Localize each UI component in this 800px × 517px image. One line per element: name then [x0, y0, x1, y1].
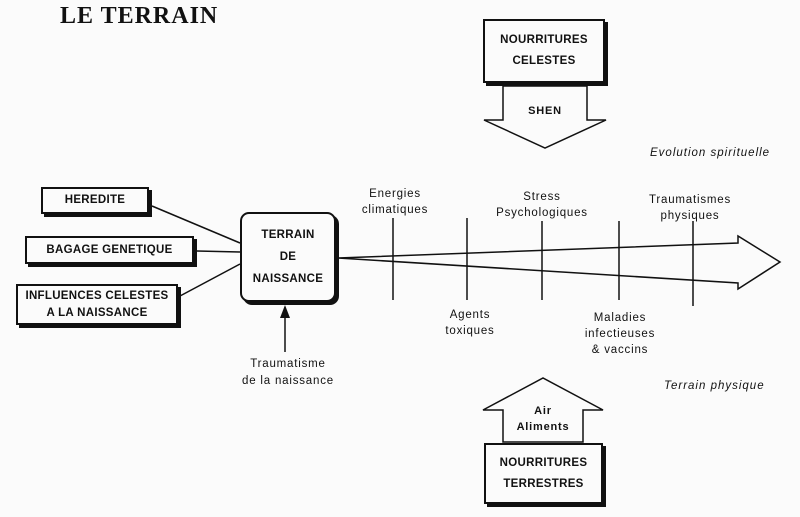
box-nourritures-terrestres: NOURRITURES TERRESTRES — [484, 443, 603, 504]
terrestres-line2: TERRESTRES — [503, 477, 584, 490]
shen-label: SHEN — [528, 105, 562, 117]
label-traumatismes-physiques: Traumatismes physiques — [640, 192, 740, 224]
connector-heredite — [151, 205, 241, 244]
label-maladies-infectieuses: Maladies infectieuses & vaccins — [570, 310, 670, 358]
traumatismes-line2: physiques — [660, 210, 720, 222]
celestes-line1: NOURRITURES — [500, 34, 588, 46]
shen-down-arrow — [483, 85, 607, 149]
traumatisme-line1: Traumatisme — [250, 358, 326, 370]
box-heredite: HEREDITE — [41, 187, 149, 214]
evolution-spirituelle-label: Evolution spirituelle — [650, 147, 771, 159]
maladies-line3: & vaccins — [591, 344, 649, 356]
maladies-line2: infectieuses — [584, 328, 656, 340]
box-influences-celestes: INFLUENCES CELESTES A LA NAISSANCE — [16, 284, 178, 325]
traumatisme-line2: de la naissance — [242, 375, 334, 387]
label-energies-climatiques: Energies climatiques — [352, 186, 438, 218]
aliments-line: Aliments — [516, 421, 570, 433]
influences-line1: INFLUENCES CELESTES — [25, 289, 169, 302]
celestes-line2: CELESTES — [512, 55, 576, 67]
bagage-label: BAGAGE GENETIQUE — [46, 243, 173, 256]
traumatismes-line1: Traumatismes — [648, 194, 732, 206]
stress-line2: Psychologiques — [496, 207, 588, 219]
energies-line2: climatiques — [361, 204, 429, 216]
agents-line2: toxiques — [445, 325, 495, 337]
terrain-line2: DE — [279, 251, 297, 263]
influences-line2: A LA NAISSANCE — [46, 306, 148, 319]
box-terrain-de-naissance: TERRAIN DE NAISSANCE — [240, 212, 336, 302]
terrain-physique-label: Terrain physique — [664, 380, 765, 392]
box-bagage-genetique: BAGAGE GENETIQUE — [25, 236, 194, 264]
terrestres-line1: NOURRITURES — [499, 456, 588, 469]
label-traumatisme-naissance: Traumatisme de la naissance — [230, 356, 346, 390]
connector-influences — [179, 263, 241, 297]
terrain-line1: TERRAIN — [261, 229, 315, 241]
page-title: LE TERRAIN — [60, 3, 219, 29]
terrain-line3: NAISSANCE — [252, 273, 324, 285]
air-aliments-up-arrow — [482, 377, 604, 443]
connector-bagage — [196, 250, 241, 253]
main-arrow — [337, 234, 782, 291]
energies-line1: Energies — [369, 188, 421, 200]
box-nourritures-celestes: NOURRITURES CELESTES — [483, 19, 605, 83]
maladies-line1: Maladies — [593, 312, 647, 324]
stress-line1: Stress — [523, 191, 561, 203]
label-air-aliments: Air Aliments — [505, 403, 581, 435]
air-line: Air — [534, 405, 552, 417]
agents-line1: Agents — [449, 309, 491, 321]
heredite-label: HEREDITE — [64, 194, 126, 206]
label-stress-psychologiques: Stress Psychologiques — [487, 189, 597, 221]
label-agents-toxiques: Agents toxiques — [430, 307, 510, 339]
